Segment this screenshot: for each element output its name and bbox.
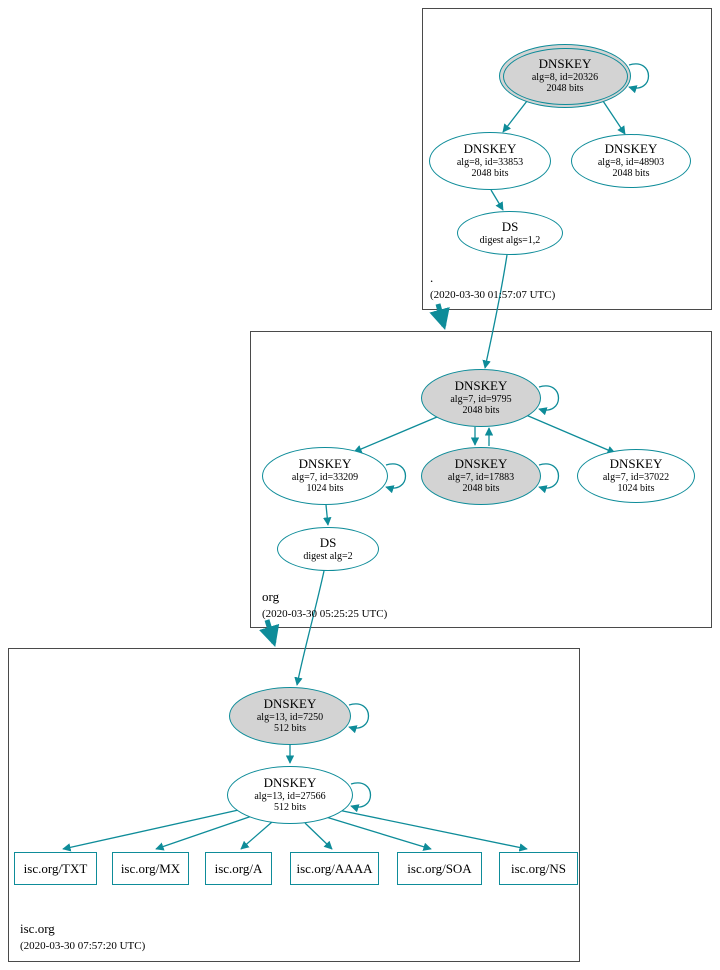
zone-label-root: . xyxy=(430,270,434,285)
node-detail: alg=7, id=9795 xyxy=(450,393,512,405)
rrset-node-isc-org-ns[interactable]: isc.org/NS xyxy=(499,852,578,885)
node-title: DNSKEY xyxy=(609,455,663,471)
dnskey-node-org-zsk-33209[interactable]: DNSKEY alg=7, id=33209 1024 bits xyxy=(262,447,388,505)
node-detail: alg=7, id=37022 xyxy=(602,471,670,483)
node-title: DNSKEY xyxy=(263,695,317,711)
dnskey-node-org-ksk-17883[interactable]: DNSKEY alg=7, id=17883 2048 bits xyxy=(421,447,541,505)
node-title: DNSKEY xyxy=(463,140,517,156)
dnskey-node-org-zsk-37022[interactable]: DNSKEY alg=7, id=37022 1024 bits xyxy=(577,449,695,503)
node-detail: 2048 bits xyxy=(462,405,500,417)
node-detail: alg=7, id=33209 xyxy=(291,471,359,483)
node-detail: alg=8, id=33853 xyxy=(456,156,524,168)
node-title: DNSKEY xyxy=(298,455,352,471)
rrset-label: isc.org/MX xyxy=(120,860,181,876)
node-detail: 512 bits xyxy=(274,802,306,814)
rrset-node-isc-org-mx[interactable]: isc.org/MX xyxy=(112,852,189,885)
zone-timestamp-isc-org: (2020-03-30 07:57:20 UTC) xyxy=(20,940,146,952)
node-title: DS xyxy=(319,534,337,550)
node-detail: alg=13, id=7250 xyxy=(256,711,324,723)
dnskey-node-org-ksk-9795[interactable]: DNSKEY alg=7, id=9795 2048 bits xyxy=(421,369,541,427)
zone-timestamp-root: (2020-03-30 01:57:07 UTC) xyxy=(430,289,556,301)
rrset-label: isc.org/SOA xyxy=(407,860,472,876)
node-detail: 2048 bits xyxy=(612,168,650,180)
node-title: DS xyxy=(501,218,519,234)
node-detail: 2048 bits xyxy=(471,168,509,180)
node-title: DNSKEY xyxy=(263,774,317,790)
rrset-node-isc-org-txt[interactable]: isc.org/TXT xyxy=(14,852,97,885)
rrset-label: isc.org/TXT xyxy=(23,860,88,876)
node-detail: alg=7, id=17883 xyxy=(447,471,515,483)
rrset-node-isc-org-a[interactable]: isc.org/A xyxy=(205,852,272,885)
dnskey-node-isc-ksk-7250[interactable]: DNSKEY alg=13, id=7250 512 bits xyxy=(229,687,351,745)
rrset-node-isc-org-soa[interactable]: isc.org/SOA xyxy=(397,852,482,885)
dnskey-node-root-zsk-48903[interactable]: DNSKEY alg=8, id=48903 2048 bits xyxy=(571,134,691,188)
node-detail: alg=8, id=20326 xyxy=(531,71,599,83)
zone-box-root xyxy=(422,8,712,310)
rrset-label: isc.org/AAAA xyxy=(296,860,373,876)
node-title: DNSKEY xyxy=(454,455,508,471)
rrset-node-isc-org-aaaa[interactable]: isc.org/AAAA xyxy=(290,852,379,885)
node-detail: 512 bits xyxy=(274,723,306,735)
rrset-label: isc.org/A xyxy=(214,860,263,876)
zone-box-isc-org xyxy=(8,648,580,962)
node-title: DNSKEY xyxy=(538,55,592,71)
zone-box-org xyxy=(250,331,712,628)
dnskey-node-root-ksk-20326[interactable]: DNSKEY alg=8, id=20326 2048 bits xyxy=(499,44,631,108)
node-detail: 2048 bits xyxy=(462,483,500,495)
node-detail: 1024 bits xyxy=(617,483,655,495)
zone-label-isc-org: isc.org xyxy=(20,921,55,936)
node-title: DNSKEY xyxy=(604,140,658,156)
node-detail: 1024 bits xyxy=(306,483,344,495)
node-detail: digest alg=2 xyxy=(303,550,353,562)
node-detail: alg=13, id=27566 xyxy=(254,790,326,802)
dnskey-node-root-zsk-33853[interactable]: DNSKEY alg=8, id=33853 2048 bits xyxy=(429,132,551,190)
ds-node-root[interactable]: DS digest algs=1,2 xyxy=(457,211,563,255)
zone-timestamp-org: (2020-03-30 05:25:25 UTC) xyxy=(262,608,388,620)
zone-label-org: org xyxy=(262,589,280,604)
rrset-label: isc.org/NS xyxy=(510,860,566,876)
node-detail: alg=8, id=48903 xyxy=(597,156,665,168)
node-title: DNSKEY xyxy=(454,377,508,393)
node-detail: 2048 bits xyxy=(546,83,584,95)
node-detail: digest algs=1,2 xyxy=(479,234,541,246)
ds-node-org[interactable]: DS digest alg=2 xyxy=(277,527,379,571)
dnskey-node-isc-zsk-27566[interactable]: DNSKEY alg=13, id=27566 512 bits xyxy=(227,766,353,824)
